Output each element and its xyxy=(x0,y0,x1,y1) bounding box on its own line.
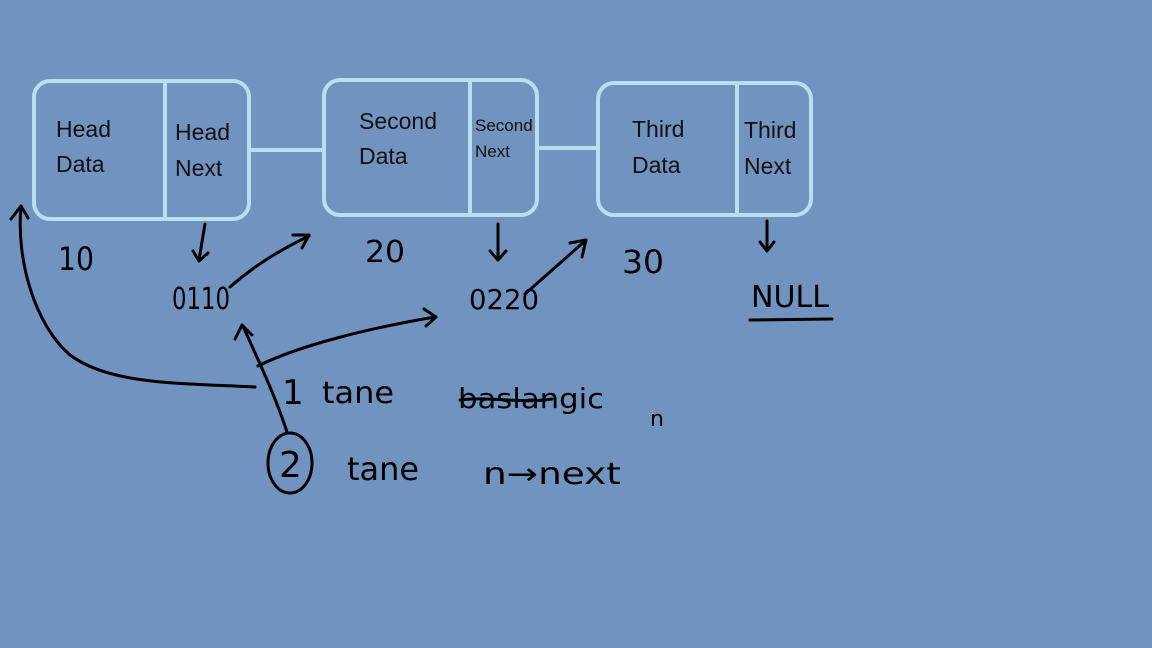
node-second-next-label-1: Second xyxy=(475,116,533,135)
arrow-0220-to-third xyxy=(523,238,588,296)
node-head-data-label-2: Data xyxy=(56,151,105,177)
node-third-value: 30 xyxy=(622,243,664,281)
node-head-next-label-2: Next xyxy=(175,155,223,181)
node-third-data-label-2: Data xyxy=(632,152,681,178)
note2-expression: n→next xyxy=(483,457,621,492)
node-third-next-label-2: Next xyxy=(744,153,792,179)
node-third-data-label-1: Third xyxy=(632,116,684,142)
third-next-address: NULL xyxy=(751,280,829,315)
node-third-box xyxy=(596,81,813,217)
node-second: Second Data Second Next xyxy=(322,78,539,217)
note1-variable: n xyxy=(650,407,664,432)
note1-scribble-strike xyxy=(458,397,554,403)
down-arrow-third-next xyxy=(758,219,776,253)
head-next-address: 0110 xyxy=(172,282,230,317)
node-head-value: 10 xyxy=(58,240,94,278)
note2-word: tane xyxy=(347,450,419,488)
arrow-0110-to-second xyxy=(228,233,311,289)
note1-number: 1 xyxy=(282,373,304,413)
node-third-next-label-1: Third xyxy=(744,117,796,143)
note2-number: 2 xyxy=(279,445,302,486)
node-second-value: 20 xyxy=(365,235,405,270)
arrow-note1-to-second-address xyxy=(256,307,438,368)
arrow-note2-to-head-address xyxy=(233,323,289,434)
node-second-next-label-2: Next xyxy=(475,142,510,161)
second-next-address: 0220 xyxy=(469,283,539,316)
node-head-data-label-1: Head xyxy=(56,116,111,142)
node-second-data-label-2: Data xyxy=(359,143,408,169)
down-arrow-head-next xyxy=(191,222,210,263)
null-underline xyxy=(748,317,834,322)
note1-word: tane xyxy=(322,376,394,411)
arrow-note1-to-head xyxy=(9,204,257,389)
node-head-box xyxy=(32,79,251,221)
down-arrow-second-next xyxy=(488,222,508,262)
node-head-next-label-1: Head xyxy=(175,119,230,145)
node-second-data-label-1: Second xyxy=(359,108,437,134)
node-head: Head Data Head Next xyxy=(32,79,251,221)
node-third: Third Data Third Next xyxy=(596,81,813,217)
note2-number-circle xyxy=(266,431,314,495)
